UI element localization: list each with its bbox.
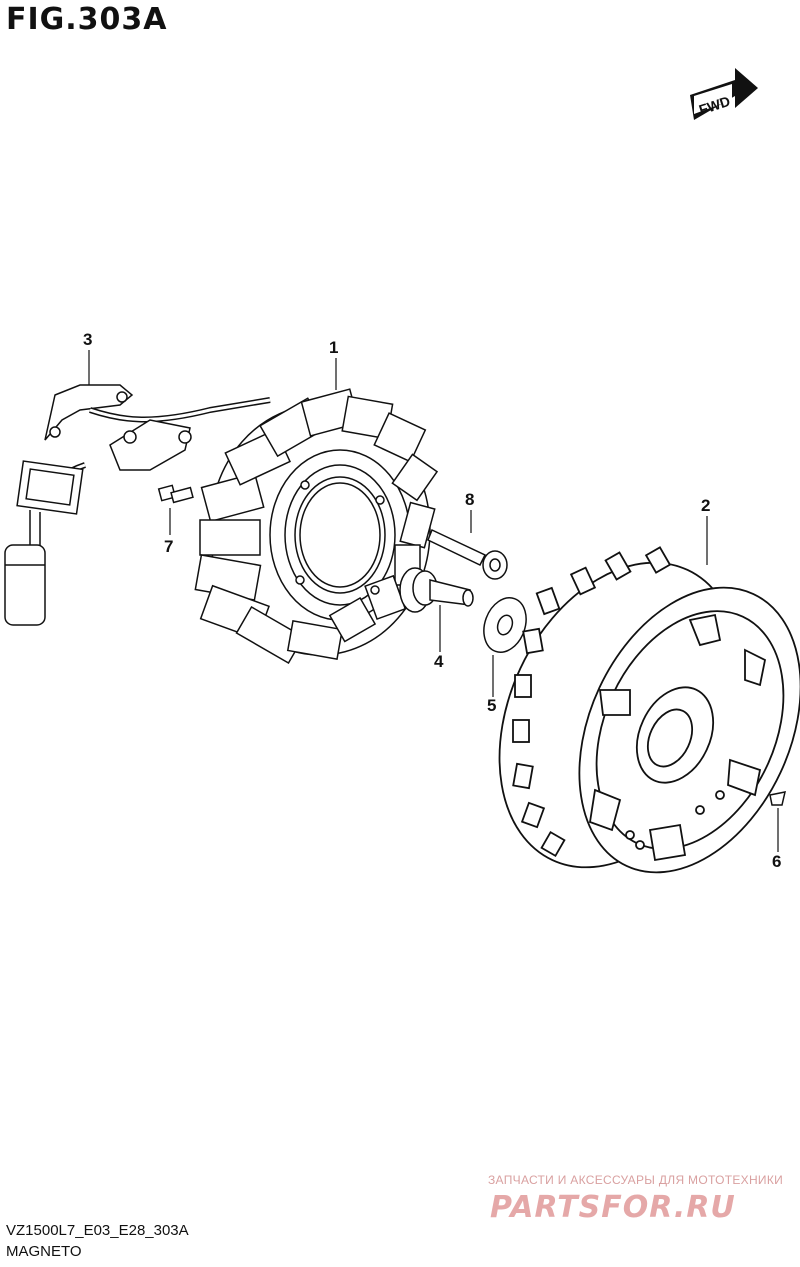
callout-6: 6 (772, 852, 782, 871)
watermark-logo: PARTSFOR.RU (490, 1190, 736, 1225)
leader-lines (88, 350, 779, 852)
watermark-tagline: ЗАПЧАСТИ И АКСЕССУАРЫ ДЛЯ МОТОТЕХНИКИ (488, 1173, 784, 1187)
figure-title: FIG.303A (6, 2, 168, 37)
callout-2: 2 (701, 496, 711, 515)
screw-7 (157, 484, 194, 504)
bolt-8 (427, 528, 508, 580)
callout-4: 4 (434, 652, 444, 671)
wire-harness (4, 384, 271, 626)
key-6 (769, 791, 786, 806)
callout-5: 5 (487, 696, 497, 715)
callout-7: 7 (164, 537, 174, 556)
stator (194, 388, 439, 665)
washer-5 (483, 597, 527, 653)
callout-3: 3 (83, 330, 93, 349)
figure-code: VZ1500L7_E03_E28_303A (6, 1222, 189, 1239)
rotor (498, 546, 800, 874)
figure-name: MAGNETO (6, 1243, 82, 1260)
fwd-arrow-icon: FWD (690, 68, 758, 120)
callout-1: 1 (329, 338, 339, 357)
bolt-4 (399, 567, 474, 613)
callout-8: 8 (465, 490, 475, 509)
